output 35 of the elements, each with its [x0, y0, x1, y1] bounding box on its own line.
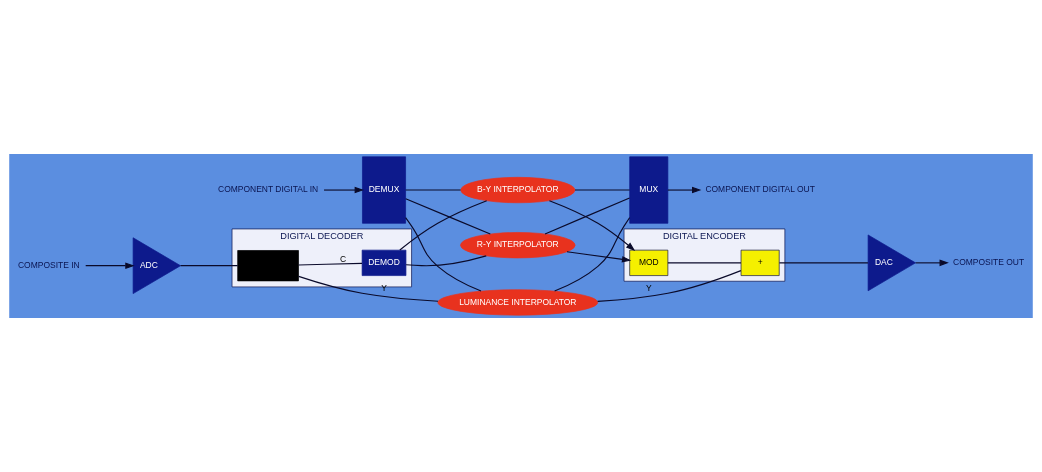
connector [597, 270, 742, 302]
arrow [85, 262, 135, 269]
node-text: COMPOSITE OUT [953, 257, 1025, 268]
arrow [915, 259, 949, 267]
connector [298, 275, 439, 302]
arrow [667, 186, 702, 194]
node-box: MUX [629, 156, 669, 224]
connector [298, 262, 363, 266]
node-box: DEMUX [362, 156, 406, 224]
edge-label: C [339, 253, 347, 264]
node-text: COMPOSITE IN [17, 259, 80, 270]
connector [667, 262, 742, 264]
connector [180, 265, 239, 267]
node-ellipse: R-Y INTERPOLATOR [460, 232, 576, 259]
connector [554, 217, 631, 292]
node-ellipse: LUMINANCE INTERPOLATOR [437, 289, 599, 316]
node-text: COMPONENT DIGITAL IN [218, 184, 319, 195]
connector [405, 198, 491, 235]
node-box: MOD [629, 249, 669, 276]
connector [405, 255, 487, 267]
connector [544, 197, 631, 235]
node-ellipse: B-Y INTERPOLATOR [460, 176, 576, 204]
connector [405, 217, 482, 292]
node-box [237, 250, 299, 282]
arrow [323, 186, 364, 194]
node-box: + [740, 249, 780, 276]
connector [778, 262, 869, 264]
arrow [566, 251, 632, 263]
arrow [548, 200, 636, 252]
node-text: COMPONENT DIGITAL OUT [705, 184, 815, 195]
connector [405, 189, 462, 191]
connector [574, 189, 631, 191]
connector [399, 200, 488, 251]
node-box: DEMOD [361, 249, 407, 276]
edge-label: Y [645, 282, 652, 293]
